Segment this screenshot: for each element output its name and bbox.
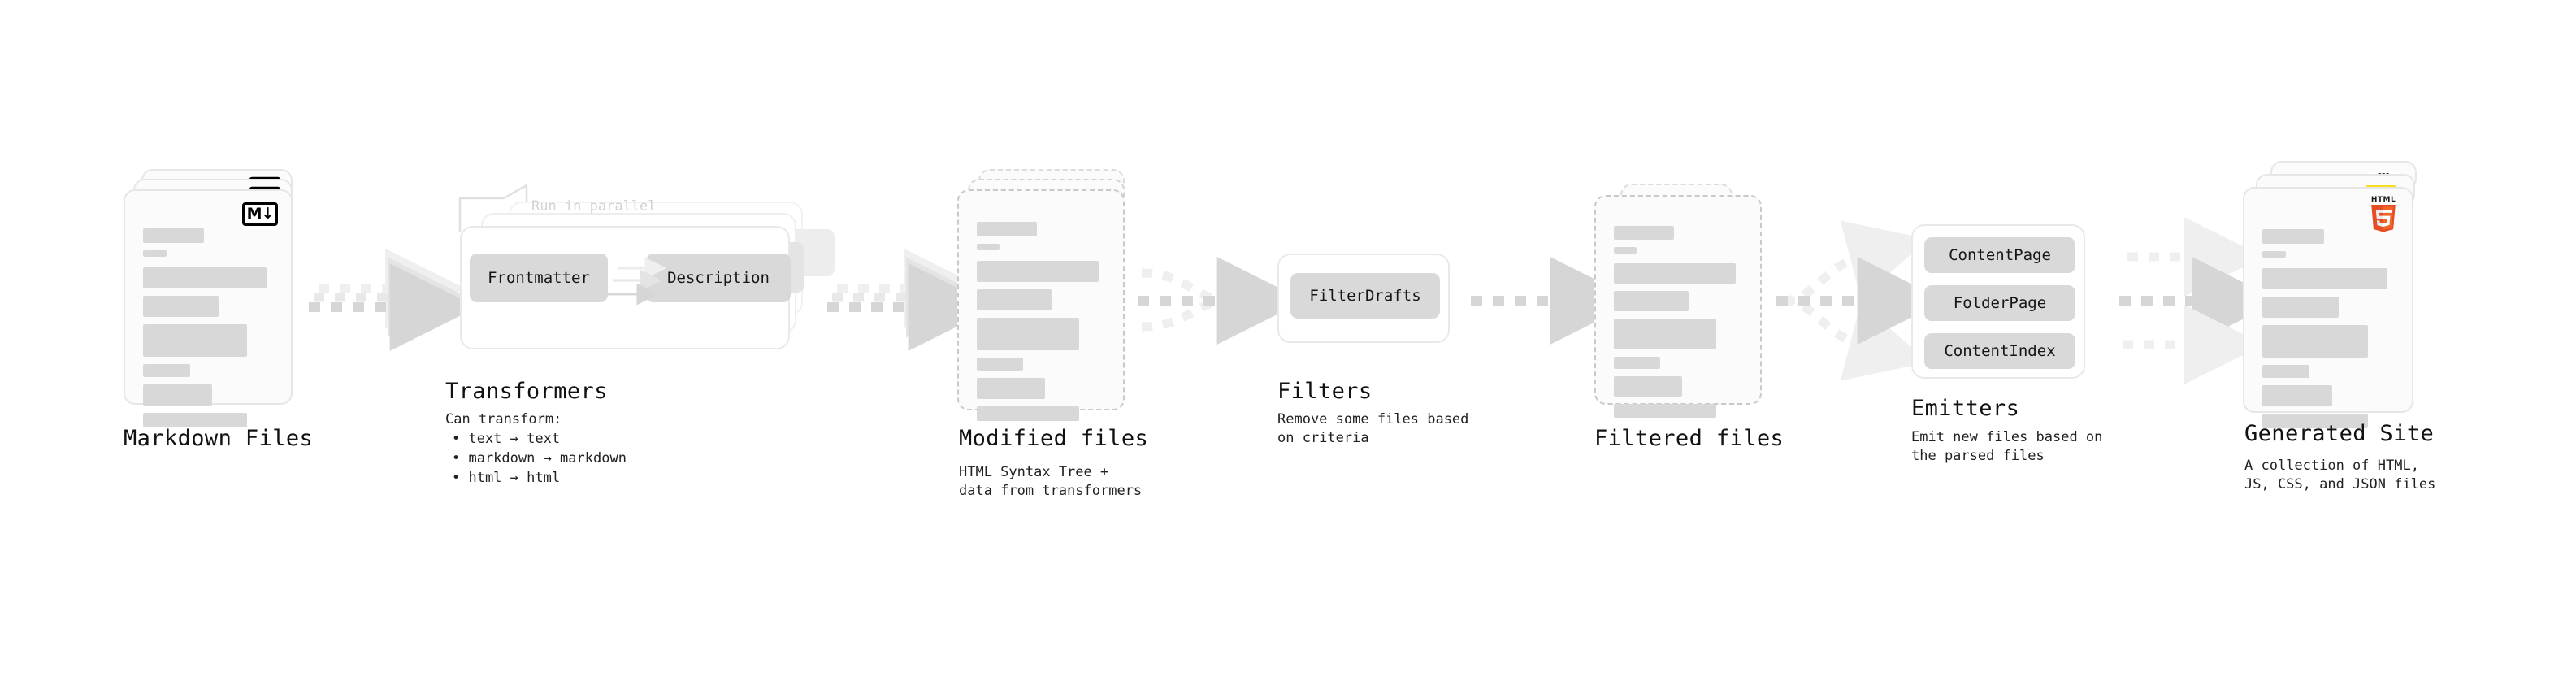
placeholder-bar bbox=[143, 250, 167, 257]
connector-transformers-to-modified bbox=[827, 248, 996, 351]
markdown-file-stack: M↓ M↓ M↓ bbox=[124, 169, 310, 427]
filters-subtitle: Remove some files based on criteria bbox=[1277, 411, 1469, 447]
modified-placeholder-lines bbox=[977, 222, 1105, 421]
placeholder-bar bbox=[2262, 385, 2332, 406]
placeholder-bar bbox=[1614, 291, 1689, 311]
stage-title-modified-files: Modified files bbox=[959, 426, 1149, 451]
transformers-bullet-list: • text → text • markdown → markdown • ht… bbox=[452, 429, 627, 488]
stage-title-markdown-files: Markdown Files bbox=[124, 426, 314, 451]
connector-modified-to-filters bbox=[1138, 257, 1305, 345]
site-card-front-html: HTML bbox=[2243, 187, 2413, 428]
placeholder-bar bbox=[977, 318, 1080, 350]
placeholder-bar bbox=[2262, 365, 2310, 378]
markdown-icon: M↓ bbox=[242, 202, 278, 226]
placeholder-bar bbox=[1614, 247, 1637, 254]
emitters-card: ContentPage FolderPage ContentIndex bbox=[1911, 224, 2085, 379]
transformers-bullet-item: • html → html bbox=[452, 470, 561, 487]
placeholder-bar bbox=[2262, 268, 2387, 289]
placeholder-bar bbox=[977, 289, 1052, 310]
stage-title-emitters: Emitters bbox=[1911, 396, 2020, 421]
stage-modified-files bbox=[957, 169, 1144, 421]
pill-folderpage[interactable]: FolderPage bbox=[1924, 285, 2075, 321]
placeholder-bar bbox=[143, 413, 247, 427]
placeholder-bar bbox=[1614, 319, 1717, 349]
placeholder-bar bbox=[143, 296, 219, 317]
filtered-card-front bbox=[1594, 195, 1762, 418]
generated-site-stack: CSS HTML bbox=[2243, 161, 2438, 428]
placeholder-bar bbox=[2262, 325, 2368, 358]
placeholder-bar bbox=[1614, 404, 1717, 418]
modified-card-front bbox=[957, 189, 1125, 421]
stage-title-filtered-files: Filtered files bbox=[1594, 426, 1785, 451]
transformers-card-stack: Frontmatter Description bbox=[445, 195, 835, 349]
stage-filtered-files bbox=[1594, 184, 1781, 419]
modified-files-subtitle: HTML Syntax Tree + data from transformer… bbox=[959, 464, 1143, 500]
pill-filterdrafts[interactable]: FilterDrafts bbox=[1290, 273, 1440, 319]
placeholder-bar bbox=[2262, 251, 2287, 258]
placeholder-bar bbox=[2262, 414, 2368, 428]
transformers-bullet-item: • text → text bbox=[452, 431, 561, 447]
stage-transformers: Frontmatter Description bbox=[445, 195, 835, 349]
transformer-card-front: Frontmatter Description bbox=[460, 226, 791, 349]
placeholder-bar bbox=[143, 324, 247, 357]
stage-emitters: ContentPage FolderPage ContentIndex bbox=[1911, 224, 2085, 379]
html5-icon: HTML bbox=[2366, 197, 2400, 237]
markdown-card-front: M↓ bbox=[124, 189, 293, 427]
pill-contentpage[interactable]: ContentPage bbox=[1924, 237, 2075, 273]
placeholder-bar bbox=[143, 267, 267, 288]
markdown-placeholder-lines bbox=[143, 228, 273, 427]
placeholder-bar bbox=[977, 244, 1000, 250]
stage-markdown-files: M↓ M↓ M↓ bbox=[124, 169, 310, 427]
placeholder-bar bbox=[977, 261, 1099, 282]
emitters-subtitle: Emit new files based on the parsed files bbox=[1911, 429, 2103, 465]
transformers-bullet-item: • markdown → markdown bbox=[452, 450, 627, 467]
placeholder-bar bbox=[977, 222, 1038, 236]
pill-description[interactable]: Description bbox=[646, 254, 791, 302]
placeholder-bar bbox=[1614, 263, 1737, 284]
placeholder-bar bbox=[143, 384, 212, 406]
html5-icon-label: HTML bbox=[2370, 196, 2396, 204]
transformers-subtitle: Can transform: bbox=[445, 411, 562, 427]
run-in-parallel-label: Run in parallel bbox=[531, 198, 657, 215]
stage-generated-site: CSS HTML bbox=[2243, 161, 2438, 428]
placeholder-bar bbox=[1614, 226, 1675, 240]
placeholder-bar bbox=[977, 378, 1045, 399]
placeholder-bar bbox=[977, 358, 1023, 371]
stage-title-filters: Filters bbox=[1277, 379, 1373, 404]
placeholder-bar bbox=[1614, 376, 1682, 397]
placeholder-bar bbox=[977, 406, 1080, 421]
filters-card: FilterDrafts bbox=[1277, 254, 1450, 343]
stage-filters: FilterDrafts bbox=[1277, 254, 1450, 343]
generated-site-subtitle: A collection of HTML, JS, CSS, and JSON … bbox=[2244, 458, 2436, 493]
connector-md-to-transformers bbox=[309, 248, 478, 351]
html5-shield-glyph bbox=[2371, 205, 2396, 232]
placeholder-bar bbox=[143, 228, 205, 243]
modified-file-stack bbox=[957, 169, 1144, 421]
stage-title-generated-site: Generated Site bbox=[2244, 421, 2435, 446]
placeholder-bar bbox=[2262, 297, 2339, 318]
placeholder-bar bbox=[1614, 357, 1660, 369]
connector-emitters-to-site bbox=[2119, 216, 2280, 385]
connector-filtered-to-emitters bbox=[1776, 220, 1945, 381]
filtered-placeholder-lines bbox=[1614, 226, 1742, 418]
filtered-file-stack bbox=[1594, 184, 1781, 419]
pill-contentindex[interactable]: ContentIndex bbox=[1924, 333, 2075, 369]
stage-title-transformers: Transformers bbox=[445, 379, 608, 404]
pill-frontmatter[interactable]: Frontmatter bbox=[470, 254, 608, 302]
site-placeholder-lines bbox=[2262, 229, 2394, 428]
placeholder-bar bbox=[143, 364, 190, 377]
placeholder-bar bbox=[2262, 229, 2325, 244]
